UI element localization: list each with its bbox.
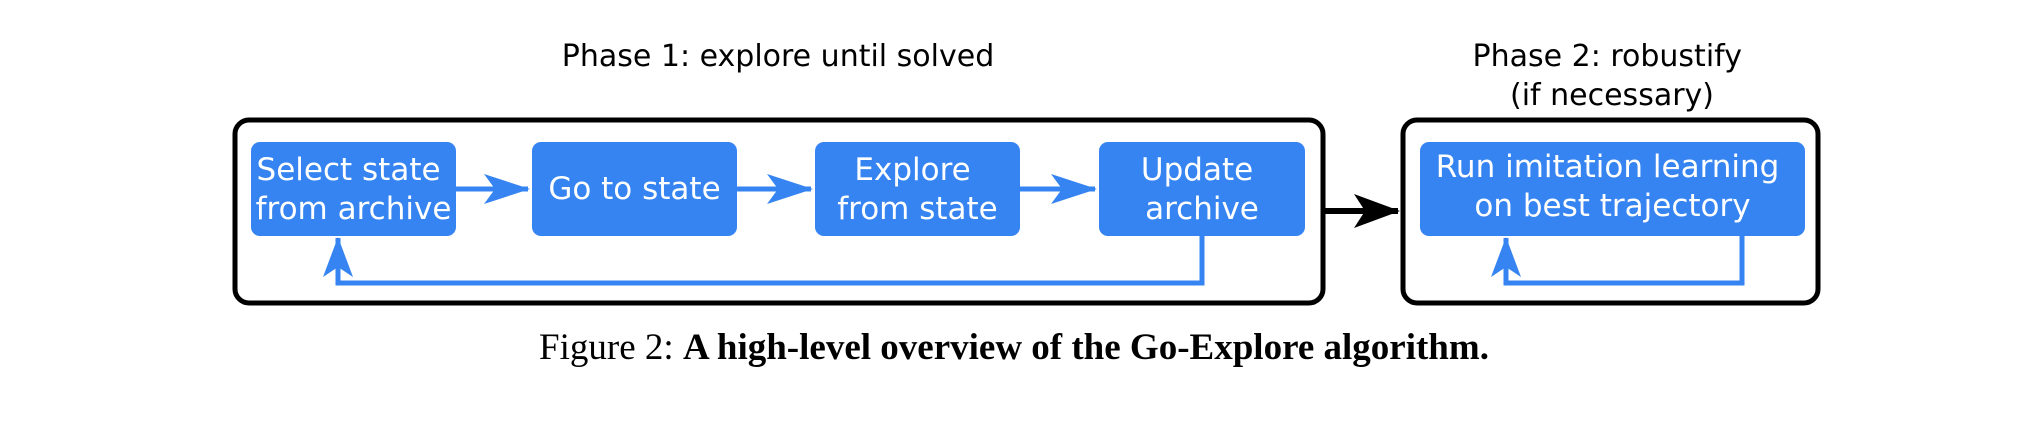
- figure-caption-label: Figure 2:: [539, 327, 674, 368]
- svg-text:Run imitation learning o: Run imitation learning on best trajector…: [1436, 149, 1789, 224]
- node-select-state: Select state from archive: [251, 142, 456, 236]
- node-select-state-line-2: from archive: [256, 191, 452, 227]
- arrow-loop-imitation: [1491, 236, 1745, 286]
- node-imitation-line-1: Run imitation learning: [1436, 149, 1780, 185]
- phase2-title-line-2: (if necessary): [1510, 78, 1714, 113]
- node-select-state-line-1: Select state: [257, 152, 441, 188]
- figure-caption: Figure 2: A high-level overview of the G…: [0, 326, 2028, 369]
- node-update-archive: Update archive: [1099, 142, 1305, 236]
- phase1-title: Phase 1: explore until solved: [562, 39, 995, 74]
- svg-text:Explore from state: Explore from state: [837, 152, 998, 227]
- node-go-to-state: Go to state: [532, 142, 737, 236]
- svg-text:Update archive: Update archive: [1141, 152, 1263, 227]
- arrow-loop-update-to-select: [323, 236, 1205, 286]
- node-update-line-1: Update: [1141, 152, 1253, 188]
- node-explore-line-2: from state: [837, 191, 998, 227]
- phase2-title-line-1: Phase 2: robustify: [1473, 39, 1742, 74]
- phase2-title: Phase 2: robustify (if necessary): [1473, 39, 1752, 113]
- node-imitation-line-2: on best trajectory: [1474, 188, 1750, 224]
- svg-text:Select state from archiv: Select state from archive: [256, 152, 452, 227]
- phase2-frame: [1400, 117, 1821, 306]
- node-update-line-2: archive: [1145, 191, 1259, 227]
- node-explore-line-1: Explore: [854, 152, 970, 188]
- node-go-to-state-label: Go to state: [548, 171, 720, 207]
- figure-caption-text: A high-level overview of the Go-Explore …: [682, 327, 1489, 368]
- node-imitation-learning: Run imitation learning on best trajector…: [1420, 142, 1805, 236]
- node-explore-from-state: Explore from state: [815, 142, 1020, 236]
